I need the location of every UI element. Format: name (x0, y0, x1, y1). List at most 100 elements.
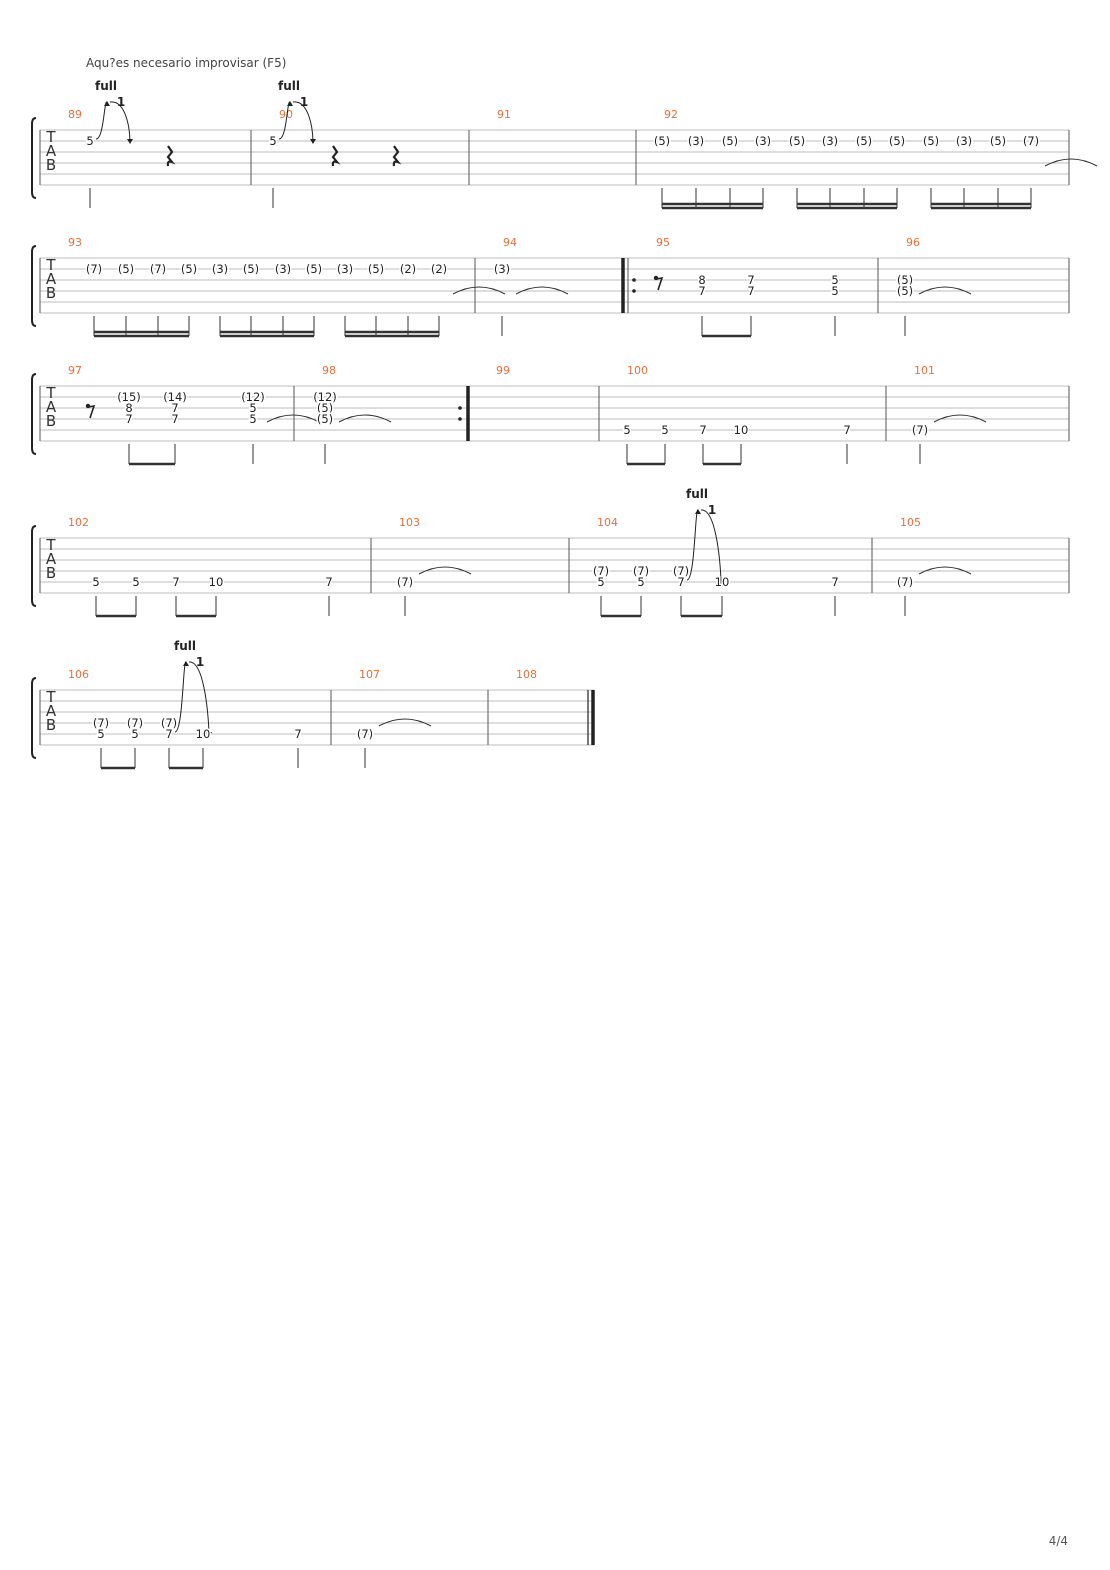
measure: 91 (497, 108, 511, 121)
fret-number: 5 (831, 284, 838, 298)
fret-number: (5) (317, 412, 333, 426)
fret-number: (7) (897, 575, 913, 589)
fret-number: (3) (822, 134, 838, 148)
fret-number: (7) (593, 564, 609, 578)
fret-number: 5 (661, 423, 668, 437)
fret-number: (5) (990, 134, 1006, 148)
quarter-rest (166, 145, 176, 167)
fret-number: (3) (688, 134, 704, 148)
fret-number: 5 (623, 423, 630, 437)
bend-arrow-down (700, 509, 722, 585)
fret-number: (3) (275, 262, 291, 276)
fret-number: (5) (181, 262, 197, 276)
fret-number: (5) (118, 262, 134, 276)
fret-number: 7 (698, 284, 705, 298)
measure: 101(7) (910, 364, 987, 464)
measure-number: 93 (68, 236, 82, 249)
fret-number: (5) (923, 134, 939, 148)
tie-arc (933, 414, 987, 423)
measure-number: 103 (399, 516, 420, 529)
repeat-dot (458, 406, 462, 410)
fret-number: 7 (171, 401, 178, 415)
fret-number: (7) (673, 564, 689, 578)
fret-number: 7 (747, 284, 754, 298)
fret-number: 5 (92, 575, 99, 589)
tie-arc (918, 566, 972, 575)
fret-number: 8 (698, 273, 705, 287)
tie-arc (918, 286, 972, 295)
release-arrowhead (206, 732, 212, 737)
fret-number: 7 (172, 575, 179, 589)
fret-number: (7) (633, 564, 649, 578)
repeat-dot (632, 289, 636, 293)
measure: 108 (516, 668, 595, 745)
fret-number: (12) (241, 390, 265, 404)
tab-clef-letter: A (46, 398, 57, 416)
tab-clef-letter: B (46, 284, 56, 302)
tab-clef-letter: B (46, 716, 56, 734)
tab-clef-letter: T (45, 384, 56, 402)
fret-number: (5) (654, 134, 670, 148)
fret-number: (5) (889, 134, 905, 148)
fret-number: (5) (897, 273, 913, 287)
measure-number: 101 (914, 364, 935, 377)
fret-number: (7) (397, 575, 413, 589)
tie-arc (452, 286, 506, 295)
measure: 96(5)(5) (895, 236, 972, 336)
fret-number: (5) (368, 262, 384, 276)
tab-clef-letter: B (46, 156, 56, 174)
fret-number: (3) (337, 262, 353, 276)
bend-value: 1 (708, 503, 716, 517)
bend-arrowhead (104, 101, 110, 106)
bend-value: 1 (300, 95, 308, 109)
tab-clef-letter: A (46, 550, 57, 568)
fret-number: (12) (313, 390, 337, 404)
bend-arrow-down (188, 661, 210, 737)
measure-number: 89 (68, 108, 82, 121)
fret-number: 7 (165, 727, 172, 741)
eighth-rest (87, 404, 96, 419)
fret-number: 5 (249, 401, 256, 415)
fret-number: (5) (317, 401, 333, 415)
quarter-rest (392, 145, 402, 167)
bend-arrowhead (287, 101, 293, 106)
system-bracket (31, 245, 37, 327)
fret-number: (5) (789, 134, 805, 148)
improvisation-annotation: Aqu?es necesario improvisar (F5) (86, 56, 287, 70)
fret-number: (5) (243, 262, 259, 276)
measure: 105(7) (895, 516, 972, 616)
tab-clef-letter: T (45, 688, 56, 706)
fret-number: 7 (325, 575, 332, 589)
repeat-dot (458, 417, 462, 421)
release-arrowhead (718, 580, 724, 585)
fret-number: 7 (843, 423, 850, 437)
bend-label: full (686, 487, 708, 501)
tie-arc (418, 566, 472, 575)
fret-number: 7 (125, 412, 132, 426)
bend-value: 1 (117, 95, 125, 109)
fret-number: (14) (163, 390, 187, 404)
fret-number: (2) (400, 262, 416, 276)
system-bracket (31, 117, 37, 199)
tab-clef-letter: A (46, 142, 57, 160)
tab-system: TAB93(7)(5)(7)(5)(3)(5)(3)(5)(3)(5)(2)(2… (31, 236, 1070, 338)
fret-number: (5) (897, 284, 913, 298)
fret-number: (5) (856, 134, 872, 148)
tab-clef-letter: T (45, 128, 56, 146)
eighth-rest (655, 276, 664, 291)
system-bracket (31, 525, 37, 607)
fret-number: (7) (93, 716, 109, 730)
release-arrowhead (310, 139, 316, 144)
measure-number: 108 (516, 668, 537, 681)
fret-number: (3) (755, 134, 771, 148)
fret-number: 5 (86, 134, 93, 148)
fret-number: (7) (150, 262, 166, 276)
tie-arc (266, 414, 320, 423)
